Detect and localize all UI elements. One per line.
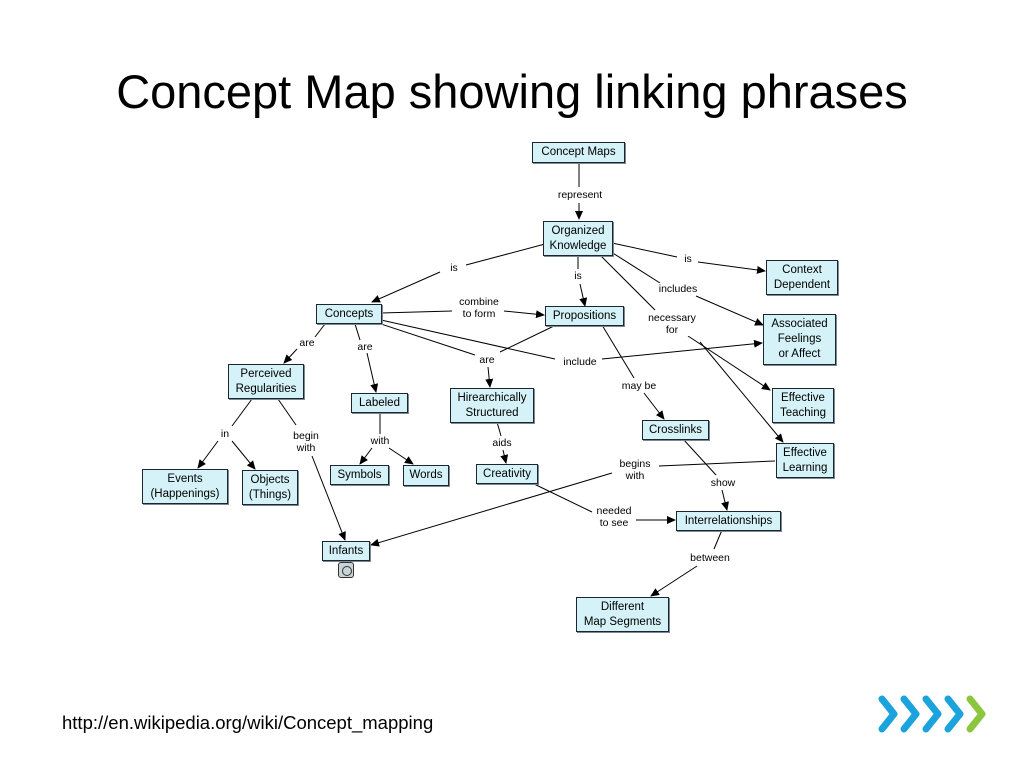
connector xyxy=(366,352,379,393)
link-are-hierarchical: are xyxy=(477,354,497,366)
node-concepts: Concepts xyxy=(316,304,382,324)
link-with: with xyxy=(368,435,392,447)
link-between: between xyxy=(688,552,732,564)
connector xyxy=(231,440,256,470)
connector xyxy=(465,243,546,266)
node-effective-learning: Effective Learning xyxy=(776,443,834,478)
node-creativity: Creativity xyxy=(476,464,538,484)
node-crosslinks: Crosslinks xyxy=(642,420,709,440)
connector xyxy=(697,261,766,274)
connector xyxy=(314,323,326,338)
link-are-labeled: are xyxy=(355,341,375,353)
link-show: show xyxy=(708,477,738,489)
link-begin-with: begin with xyxy=(291,430,321,454)
connector xyxy=(371,271,441,303)
connector xyxy=(380,319,556,360)
connector xyxy=(643,392,665,420)
link-include: include xyxy=(561,356,599,368)
connector xyxy=(611,242,678,258)
link-necessary-for: necessary for xyxy=(646,312,698,336)
connector xyxy=(388,447,414,465)
slide-title: Concept Map showing linking phrases xyxy=(116,65,908,118)
connector xyxy=(380,310,453,314)
connector xyxy=(311,455,346,541)
link-is-concepts: is xyxy=(448,262,460,274)
link-is-context: is xyxy=(682,253,694,265)
connector xyxy=(713,529,723,550)
link-represent: represent xyxy=(555,189,605,201)
info-icon[interactable] xyxy=(338,562,354,578)
connector xyxy=(377,322,476,356)
node-symbols: Symbols xyxy=(330,465,389,485)
connector xyxy=(283,348,298,364)
link-are-perceived: are xyxy=(297,337,317,349)
node-perceived-regularities: Perceived Regularities xyxy=(228,364,304,399)
connector xyxy=(359,447,373,465)
connector xyxy=(499,324,557,353)
node-words: Words xyxy=(403,465,449,486)
link-may-be: may be xyxy=(619,380,659,392)
connector xyxy=(658,460,776,467)
connector xyxy=(607,249,661,284)
node-propositions: Propositions xyxy=(545,306,624,326)
connector xyxy=(687,335,771,391)
node-events: Events (Happenings) xyxy=(142,469,228,504)
connector xyxy=(695,295,764,326)
connector xyxy=(503,310,545,319)
link-aids: aids xyxy=(490,437,514,449)
node-labeled: Labeled xyxy=(351,393,408,413)
connector xyxy=(579,283,588,307)
chevrons-icon xyxy=(878,695,986,733)
connector xyxy=(650,565,698,597)
node-organized-knowledge: Organized Knowledge xyxy=(543,221,613,256)
connector xyxy=(370,472,613,547)
connector xyxy=(197,440,219,469)
node-associated-feelings: Associated Feelings or Affect xyxy=(763,314,836,365)
node-interrelationships: Interrelationships xyxy=(676,511,781,531)
link-combine-to-form: combine to form xyxy=(457,296,501,320)
connector xyxy=(231,398,253,427)
link-needed-to-see: needed to see xyxy=(594,505,634,529)
connector xyxy=(500,449,509,464)
connector xyxy=(601,324,635,379)
node-infants: Infants xyxy=(322,541,370,561)
connector xyxy=(529,481,593,513)
link-is-propositions: is xyxy=(572,270,584,282)
node-hierarchically-structured: Hirearchically Structured xyxy=(450,388,534,423)
connector xyxy=(721,489,729,511)
node-objects: Objects (Things) xyxy=(242,470,298,505)
connector xyxy=(496,421,502,437)
source-link[interactable]: http://en.wikipedia.org/wiki/Concept_map… xyxy=(62,712,434,733)
connector xyxy=(354,323,361,341)
connector xyxy=(682,438,717,476)
node-context-dependent: Context Dependent xyxy=(766,260,838,295)
connector xyxy=(601,339,763,360)
connector xyxy=(277,398,297,426)
link-includes: includes xyxy=(656,283,700,295)
node-effective-teaching: Effective Teaching xyxy=(772,388,834,423)
connector xyxy=(699,341,784,443)
connector xyxy=(599,254,656,311)
node-different-map-segments: Different Map Segments xyxy=(576,597,669,632)
link-begins-with: begins with xyxy=(617,458,653,482)
link-in: in xyxy=(218,428,232,440)
node-concept-maps: Concept Maps xyxy=(532,142,625,163)
connector xyxy=(485,366,494,388)
